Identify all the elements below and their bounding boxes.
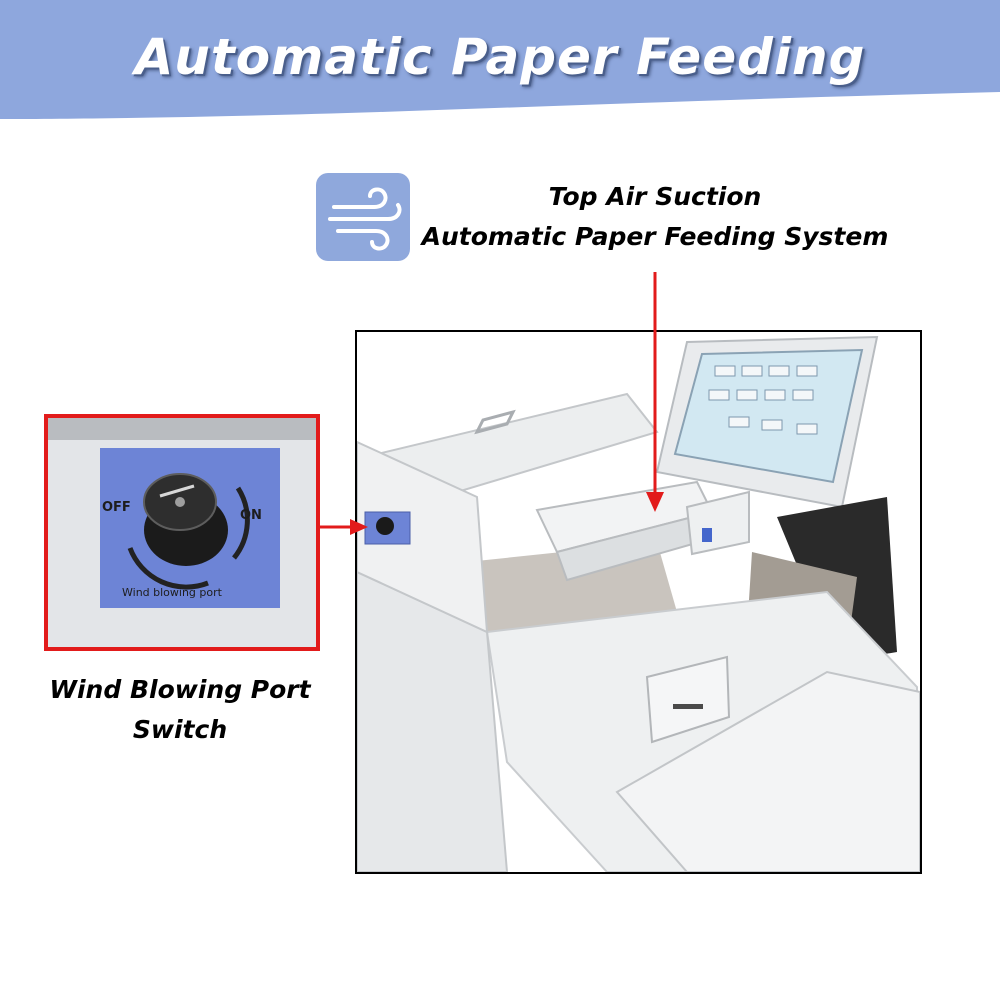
switch-closeup-photo	[48, 418, 316, 647]
title-banner: Automatic Paper Feeding	[0, 0, 1000, 125]
port-callout-line-2: Switch	[132, 715, 228, 744]
paper-feeder-illustration	[357, 335, 920, 872]
switch-closeup-inset: OFF ON Wind blowing port	[44, 414, 320, 651]
machine-photo	[355, 330, 922, 874]
plate-label: Wind blowing port	[122, 586, 222, 599]
banner-wave-shape	[0, 0, 1000, 119]
off-label: OFF	[102, 500, 131, 515]
on-label: ON	[240, 508, 262, 523]
wind-port-callout: Wind Blowing Port Switch	[30, 670, 330, 750]
page-title: Automatic Paper Feeding	[134, 28, 866, 86]
wind-icon	[316, 173, 410, 261]
top-air-suction-callout: Top Air Suction Automatic Paper Feeding …	[420, 177, 890, 257]
callout-line-2: Automatic Paper Feeding System	[421, 222, 889, 251]
port-callout-line-1: Wind Blowing Port	[49, 675, 311, 704]
callout-line-1: Top Air Suction	[548, 182, 762, 211]
